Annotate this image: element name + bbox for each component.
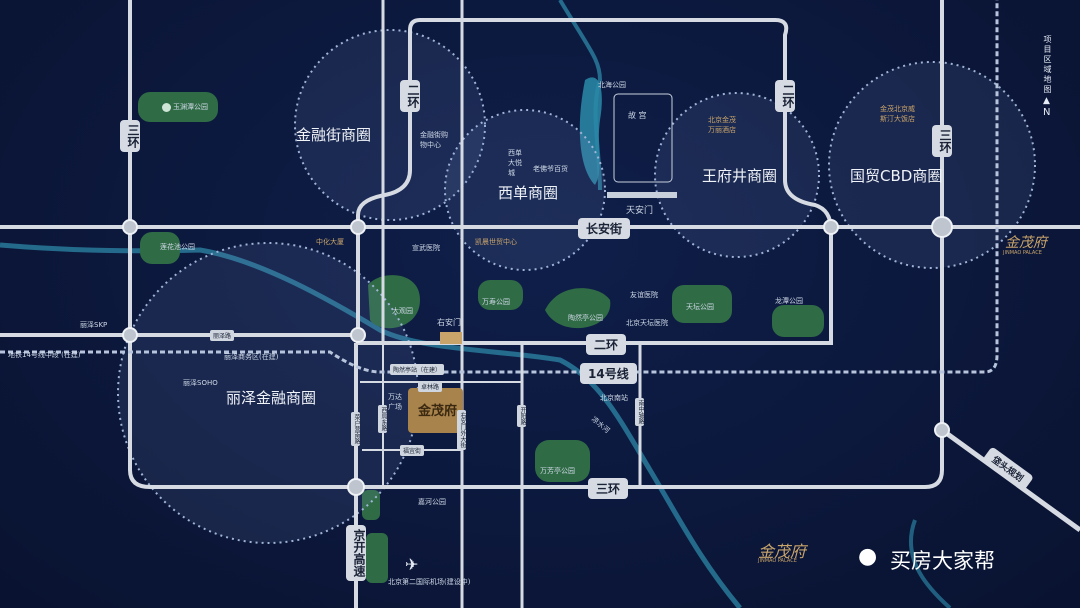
park-label: 莲花池公园	[160, 243, 195, 251]
district-wangfujing: 王府井商圈	[702, 167, 778, 185]
fuyi-street-label: 福宜街	[400, 445, 425, 456]
wangfujing-hotel: 北京金茂万丽酒店	[708, 116, 736, 134]
watermark-text: 买房大家帮	[890, 549, 995, 573]
second-ring-label-west: 二环	[400, 80, 420, 112]
forbidden-city-outline	[613, 93, 673, 183]
north-arrow-icon: ▲	[1043, 96, 1050, 106]
park-label: 北海公园	[598, 81, 626, 89]
park-taoranting	[545, 288, 611, 329]
taoranting-station-label: 陶然亭站（在建）	[390, 364, 445, 375]
park-daguanyuan	[368, 275, 420, 329]
park-label: 陶然亭公园	[568, 314, 603, 322]
brand-english-east: JINMAO PALACE	[1003, 250, 1042, 256]
park-tiantan	[672, 285, 732, 323]
jinrongjie-mall: 金融街购物中心	[420, 131, 448, 149]
xiju-label: 西局东路	[378, 405, 387, 433]
youyi-hospital: 友谊医院	[630, 291, 658, 299]
tiananmen-gate-icon	[607, 192, 677, 198]
project-label: 金茂府	[418, 404, 458, 419]
park-label: 嘉河公园	[418, 498, 446, 506]
youanmen-gate-icon	[440, 332, 462, 344]
compass-north: N	[1043, 107, 1051, 118]
park-longtan	[772, 305, 824, 337]
brand-logo-south: 金茂府	[758, 542, 807, 561]
junction	[350, 327, 366, 343]
junction	[122, 219, 138, 235]
third-ring-label-south: 三环	[588, 478, 629, 499]
project-marker[interactable]	[408, 388, 463, 433]
park-label: 玉渊潭公园	[162, 102, 208, 112]
third-ring	[128, 0, 944, 489]
park-label: 龙潭公园	[775, 297, 803, 305]
line14-label: 14号线	[580, 363, 637, 384]
junction	[122, 327, 138, 343]
district-xidan: 西单商圈	[498, 184, 559, 202]
line14-subway	[0, 0, 999, 374]
park-label: 大观园	[392, 307, 413, 315]
river-south	[908, 519, 952, 608]
park-lianhuachi	[140, 232, 180, 264]
zhuolin-road-label: 卓林路	[418, 381, 443, 392]
circle-xidan	[444, 109, 606, 271]
xuanwu-hospital: 宣武医院	[412, 244, 440, 252]
park-wanshou	[478, 280, 523, 310]
park-label: 天坛公园	[686, 303, 714, 311]
youanmen-label: 右安门	[437, 318, 461, 327]
lize-skp: 丽泽SKP	[80, 321, 108, 329]
third-ring-label-east: 三环	[932, 125, 952, 157]
second-ring-label-south: 二环	[586, 334, 627, 355]
zhonghua-building: 中化大厦	[316, 238, 344, 246]
nanzhongzhou-label: 南中轴路	[635, 398, 644, 426]
changan-street-label: 长安街	[578, 218, 631, 239]
tiananmen-label: 天安门	[626, 206, 654, 216]
district-jinrongjie: 金融街商圈	[296, 126, 372, 144]
jingkai-label: 京开高速	[346, 525, 366, 581]
kaiyang-label: 开阳路	[517, 405, 526, 427]
junction	[347, 478, 365, 496]
lize-business: 丽泽商务区(在建)	[224, 353, 279, 361]
junction	[931, 216, 953, 238]
lize-soho: 丽泽SOHO	[183, 379, 218, 387]
junction	[934, 422, 950, 438]
airport-label: 北京第二国际机场(建设中)	[388, 578, 471, 586]
brand-english-south: JINMAO PALACE	[758, 558, 797, 564]
park-yuyuantan	[138, 92, 218, 122]
caihuying-label: 菜户营南路	[351, 412, 360, 446]
park-pin-icon	[162, 102, 171, 112]
line14-mid: 地铁14号线中段 (在建)	[8, 351, 81, 359]
park-label: 万寿公园	[482, 298, 510, 306]
compass-title: 项目区域地图	[1043, 35, 1052, 95]
airplane-icon: ✈	[405, 555, 419, 574]
forbidden-city-label: 故 宫	[628, 111, 647, 120]
third-ring-label-west: 三环	[120, 120, 140, 152]
south-station: 北京南站	[600, 394, 628, 402]
laofoye: 老佛爷百货	[533, 165, 568, 173]
district-lize: 丽泽金融商圈	[226, 389, 317, 407]
kaiyuan-center: 凯晨世贸中心	[475, 238, 517, 246]
park-south-2	[366, 533, 388, 583]
circle-wangfujing	[654, 92, 820, 258]
park-label: 万芳亭公园	[540, 467, 575, 475]
district-guomao: 国贸CBD商圈	[850, 167, 943, 185]
beihai-lake	[579, 77, 602, 185]
xidan-joycity: 西单大悦城	[508, 149, 522, 177]
brand-logo-east: 金茂府	[1005, 235, 1047, 251]
second-ring-label-east: 二环	[775, 80, 795, 112]
junction	[823, 219, 839, 235]
junction	[350, 219, 366, 235]
lize-road-label: 丽泽路	[210, 330, 235, 341]
circle-jinrongjie	[294, 29, 486, 221]
park-wanfangting	[535, 440, 590, 482]
circle-guomao	[828, 61, 1036, 269]
wanda-plaza: 万达广场	[388, 393, 402, 411]
wechat-icon: ●	[858, 544, 878, 569]
tiantan-hospital: 北京天坛医院	[626, 319, 668, 327]
jinmao-hotel: 金茂北京威斯汀大饭店	[880, 105, 915, 123]
second-ring	[356, 18, 833, 345]
youanmenwai-label: 右安门外大街	[457, 410, 466, 450]
